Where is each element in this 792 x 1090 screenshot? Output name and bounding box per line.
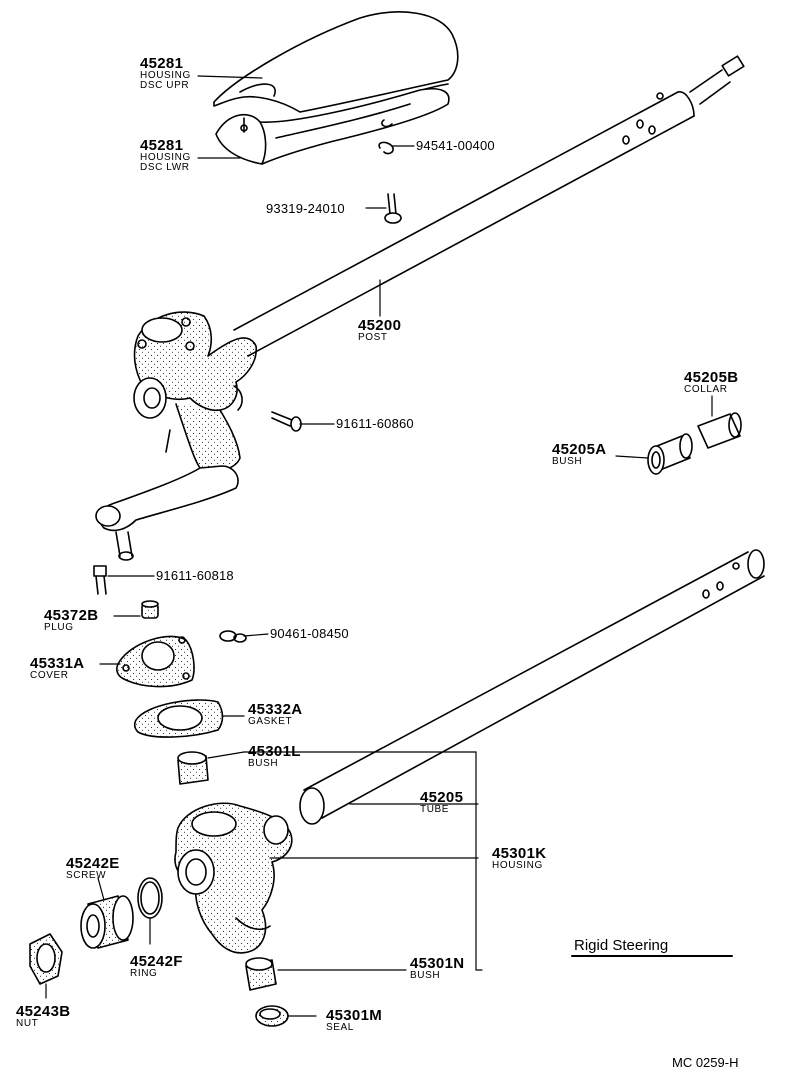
collar-drawing [697,412,742,449]
label-45301m: 45301M SEAL [326,1007,383,1033]
label-91611-60818: 91611-60818 [156,568,234,583]
label-45301l: 45301L BUSH [248,743,301,769]
label-93319-24010: 93319-24010 [266,201,345,216]
diagram-title: Rigid Steering [574,937,669,954]
label-90461-08450: 90461-08450 [270,626,349,641]
label-45242f: 45242F RING [130,953,183,979]
gasket-drawing [133,699,224,738]
pitman-arm-drawing [95,465,239,561]
label-45205a: 45205A BUSH [552,441,607,467]
label-45372b: 45372B PLUG [44,607,99,633]
label-94541-00400: 94541-00400 [416,138,495,153]
bush-45301n-drawing [245,957,277,991]
clip-94541-drawing [378,141,394,155]
bolt-91611-60860-drawing [271,411,302,432]
nut-drawing [29,933,63,985]
label-45200: 45200 POST [358,317,402,343]
post-drawing [233,55,745,357]
label-45301k: 45301K HOUSING [492,845,547,871]
housing-dsc-lwr-drawing [215,88,450,165]
washer-90461-drawing [219,630,247,643]
label-45331a: 45331A COVER [30,655,85,681]
label-91611-60860: 91611-60860 [336,416,414,431]
leader-lines [45,75,713,1017]
bush-45301l-drawing [177,751,209,785]
screw-drawing [80,895,134,949]
tube-drawing [299,549,765,825]
cover-drawing [116,635,195,688]
label-45243b: 45243B NUT [16,1003,71,1029]
bolt-91611-60818-drawing [93,565,107,595]
bush-45205a-drawing [647,433,693,475]
ring-drawing [137,877,163,919]
label-45242e: 45242E SCREW [66,855,120,881]
housing-45301k-drawing [174,802,293,954]
label-45301n: 45301N BUSH [410,955,465,981]
diagram-code: MC 0259-H [672,1055,739,1070]
label-45281-upr: 45281 HOUSING DSC UPR [140,55,191,91]
housing-dsc-upr-drawing [213,11,459,113]
label-45332a: 45332A GASKET [248,701,303,727]
label-45205b: 45205B COLLAR [684,369,739,395]
plug-drawing [141,600,159,619]
bolt-93319-drawing [384,193,402,224]
label-45281-lwr: 45281 HOUSING DSC LWR [140,137,191,173]
label-45205: 45205 TUBE [420,789,464,815]
seal-drawing [255,1005,289,1027]
gear-box-drawing [133,311,257,473]
